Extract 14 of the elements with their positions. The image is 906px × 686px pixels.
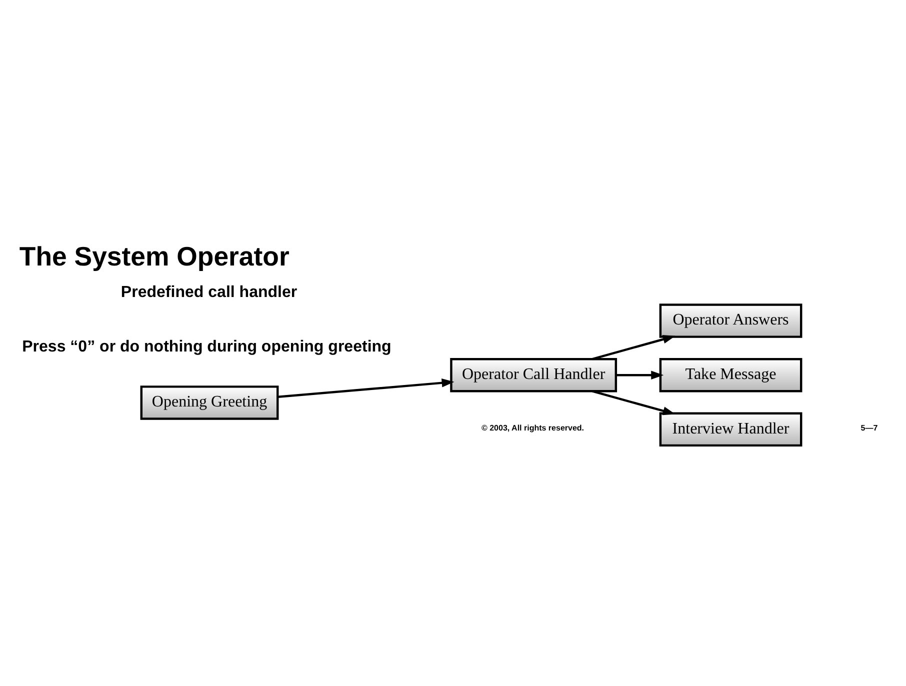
node-box: Opening Greeting	[140, 385, 279, 420]
label: 5—7	[860, 422, 878, 432]
node-box: Operator Call Handler	[450, 357, 618, 392]
node-box: Interview Handler	[659, 412, 802, 446]
arrow	[592, 334, 676, 360]
diagram-title: The System Operator	[19, 241, 290, 272]
label: © 2003, All rights reserved.	[481, 422, 584, 432]
arrow	[278, 378, 454, 398]
label: Predefined call handler	[120, 282, 298, 301]
node-box: Operator Answers	[659, 303, 802, 338]
label: Press “0” or do nothing during opening greeting	[22, 336, 392, 355]
arrow	[592, 390, 676, 415]
node-box: Take Message	[659, 357, 802, 392]
arrow	[616, 370, 664, 379]
